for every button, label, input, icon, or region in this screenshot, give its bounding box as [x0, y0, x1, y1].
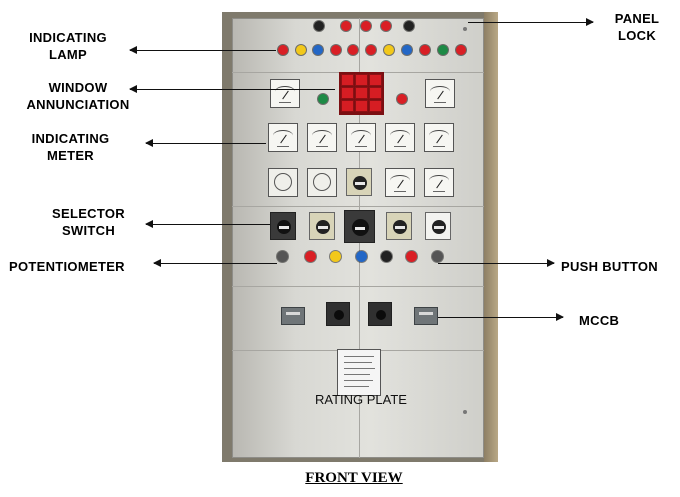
- selector-callout-arrow: [145, 220, 270, 228]
- annunciator-window: [369, 87, 382, 99]
- rating-plate-label: RATING PLATE: [315, 392, 407, 407]
- selector-switch[interactable]: [425, 212, 451, 240]
- indicating-lamp: [366, 45, 376, 55]
- window-annunciation-label-line2: ANNUNCIATION: [26, 97, 130, 112]
- annunciator-window: [341, 74, 354, 86]
- indicating-meter-label: INDICATING METER: [23, 130, 118, 164]
- panel-divider: [232, 286, 484, 287]
- push-button[interactable]: [406, 251, 417, 262]
- plate-line: [344, 380, 373, 381]
- indicating-meter: [385, 168, 415, 197]
- top-indicator-lamp: [314, 21, 324, 31]
- cabinet-side-wall: [484, 12, 498, 462]
- front-view-title: FRONT VIEW: [305, 470, 403, 486]
- push-button-callout-arrow: [438, 259, 555, 267]
- indicating-lamp: [331, 45, 341, 55]
- plate-line: [344, 374, 370, 375]
- annunciator-window: [369, 74, 382, 86]
- selector-switch[interactable]: [386, 212, 412, 240]
- potentiometer-label: POTENTIOMETER: [9, 259, 125, 274]
- indicating-meter: [424, 168, 454, 197]
- rating-plate: [337, 349, 381, 396]
- annunciator-window: [355, 100, 368, 112]
- mccb-rotary-switch[interactable]: [368, 302, 392, 326]
- selector-switch-label: SELECTOR SWITCH: [41, 205, 136, 239]
- indicating-lamp: [456, 45, 466, 55]
- push-button[interactable]: [356, 251, 367, 262]
- indicating-lamp: [348, 45, 358, 55]
- indicating-meter: [346, 123, 376, 152]
- lamp-callout-arrow: [129, 46, 276, 54]
- panel-lock-label-line2: LOCK: [617, 28, 657, 43]
- meter-callout-arrow: [145, 139, 266, 147]
- mccb-breaker[interactable]: [414, 307, 438, 325]
- top-indicator-lamp: [341, 21, 351, 31]
- window-annunciator: [339, 72, 384, 115]
- indicating-lamp: [313, 45, 323, 55]
- push-button[interactable]: [432, 251, 443, 262]
- indicating-meter-label-line2: METER: [47, 148, 94, 163]
- round-dial-meter: [268, 168, 298, 197]
- window-annunciation-label-line1: WINDOW: [48, 80, 108, 95]
- meter-selector-switch[interactable]: [346, 168, 372, 196]
- top-indicator-lamp: [361, 21, 371, 31]
- push-button[interactable]: [330, 251, 341, 262]
- mccb-label: MCCB: [579, 313, 620, 328]
- potentiometer-callout-arrow: [153, 259, 277, 267]
- indicating-lamp-label-line2: LAMP: [48, 47, 88, 62]
- selector-switch[interactable]: [309, 212, 335, 240]
- selector-switch[interactable]: [344, 210, 375, 243]
- top-indicator-lamp: [404, 21, 414, 31]
- panel-divider: [232, 206, 484, 207]
- panel-lock-callout-arrow: [468, 18, 594, 26]
- plate-line: [344, 356, 374, 357]
- push-button[interactable]: [305, 251, 316, 262]
- indicating-meter: [385, 123, 415, 152]
- indicating-lamp: [420, 45, 430, 55]
- indicating-meter: [270, 79, 300, 108]
- selector-switch-label-line2: SWITCH: [61, 223, 116, 238]
- indicating-meter: [425, 79, 455, 108]
- annunciator-window: [369, 100, 382, 112]
- indicating-meter-label-line1: INDICATING: [31, 131, 110, 146]
- indicating-meter: [307, 123, 337, 152]
- indicating-lamp: [384, 45, 394, 55]
- indicating-lamp: [278, 45, 288, 55]
- indicating-lamp: [296, 45, 306, 55]
- plate-line: [344, 368, 375, 369]
- plate-line: [344, 386, 369, 387]
- indicating-lamp: [402, 45, 412, 55]
- indicating-meter: [424, 123, 454, 152]
- panel-screw-icon: [463, 410, 467, 414]
- window-annunciation-label: WINDOW ANNUNCIATION: [23, 79, 133, 113]
- push-button-label: PUSH BUTTON: [561, 259, 658, 274]
- indicating-lamp-label-line1: INDICATING: [29, 30, 107, 45]
- annunciator-window: [355, 87, 368, 99]
- indicator-lamp: [397, 94, 407, 104]
- annunciator-callout-arrow: [129, 85, 335, 93]
- mccb-breaker[interactable]: [281, 307, 305, 325]
- indicating-lamp-label: INDICATING LAMP: [18, 29, 118, 63]
- selector-switch[interactable]: [270, 212, 296, 240]
- panel-lock-icon[interactable]: [463, 27, 467, 31]
- mccb-callout-arrow: [438, 313, 564, 321]
- panel-lock-label-line1: PANEL: [614, 11, 660, 26]
- panel-lock-label: PANEL LOCK: [607, 10, 667, 44]
- annunciator-window: [341, 87, 354, 99]
- plate-line: [344, 362, 372, 363]
- indicating-meter: [268, 123, 298, 152]
- round-dial-meter: [307, 168, 337, 197]
- top-indicator-lamp: [381, 21, 391, 31]
- potentiometer-knob[interactable]: [277, 251, 288, 262]
- mccb-rotary-switch[interactable]: [326, 302, 350, 326]
- annunciator-window: [355, 74, 368, 86]
- indicator-lamp: [318, 94, 328, 104]
- annunciator-window: [341, 100, 354, 112]
- selector-switch-label-line1: SELECTOR: [52, 206, 125, 221]
- indicating-lamp: [438, 45, 448, 55]
- push-button[interactable]: [381, 251, 392, 262]
